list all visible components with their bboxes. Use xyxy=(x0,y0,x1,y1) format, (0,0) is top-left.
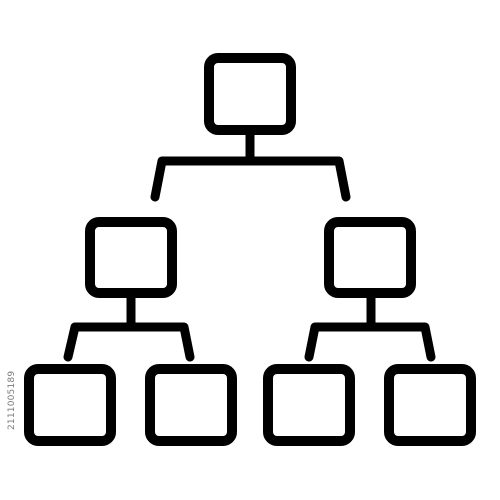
root-connector xyxy=(150,125,351,202)
left-child-box xyxy=(85,217,177,298)
right-grandchild-2-box xyxy=(384,364,476,446)
stock-id-watermark: 2111005189 xyxy=(7,370,17,430)
root-box xyxy=(204,53,296,135)
right-child-box xyxy=(324,217,416,298)
right-grandchild-1-box xyxy=(263,364,355,446)
right-child-connector xyxy=(304,288,436,362)
left-grandchild-1-box xyxy=(24,364,116,446)
left-child-connector xyxy=(63,288,195,362)
left-grandchild-2-box xyxy=(145,364,237,446)
